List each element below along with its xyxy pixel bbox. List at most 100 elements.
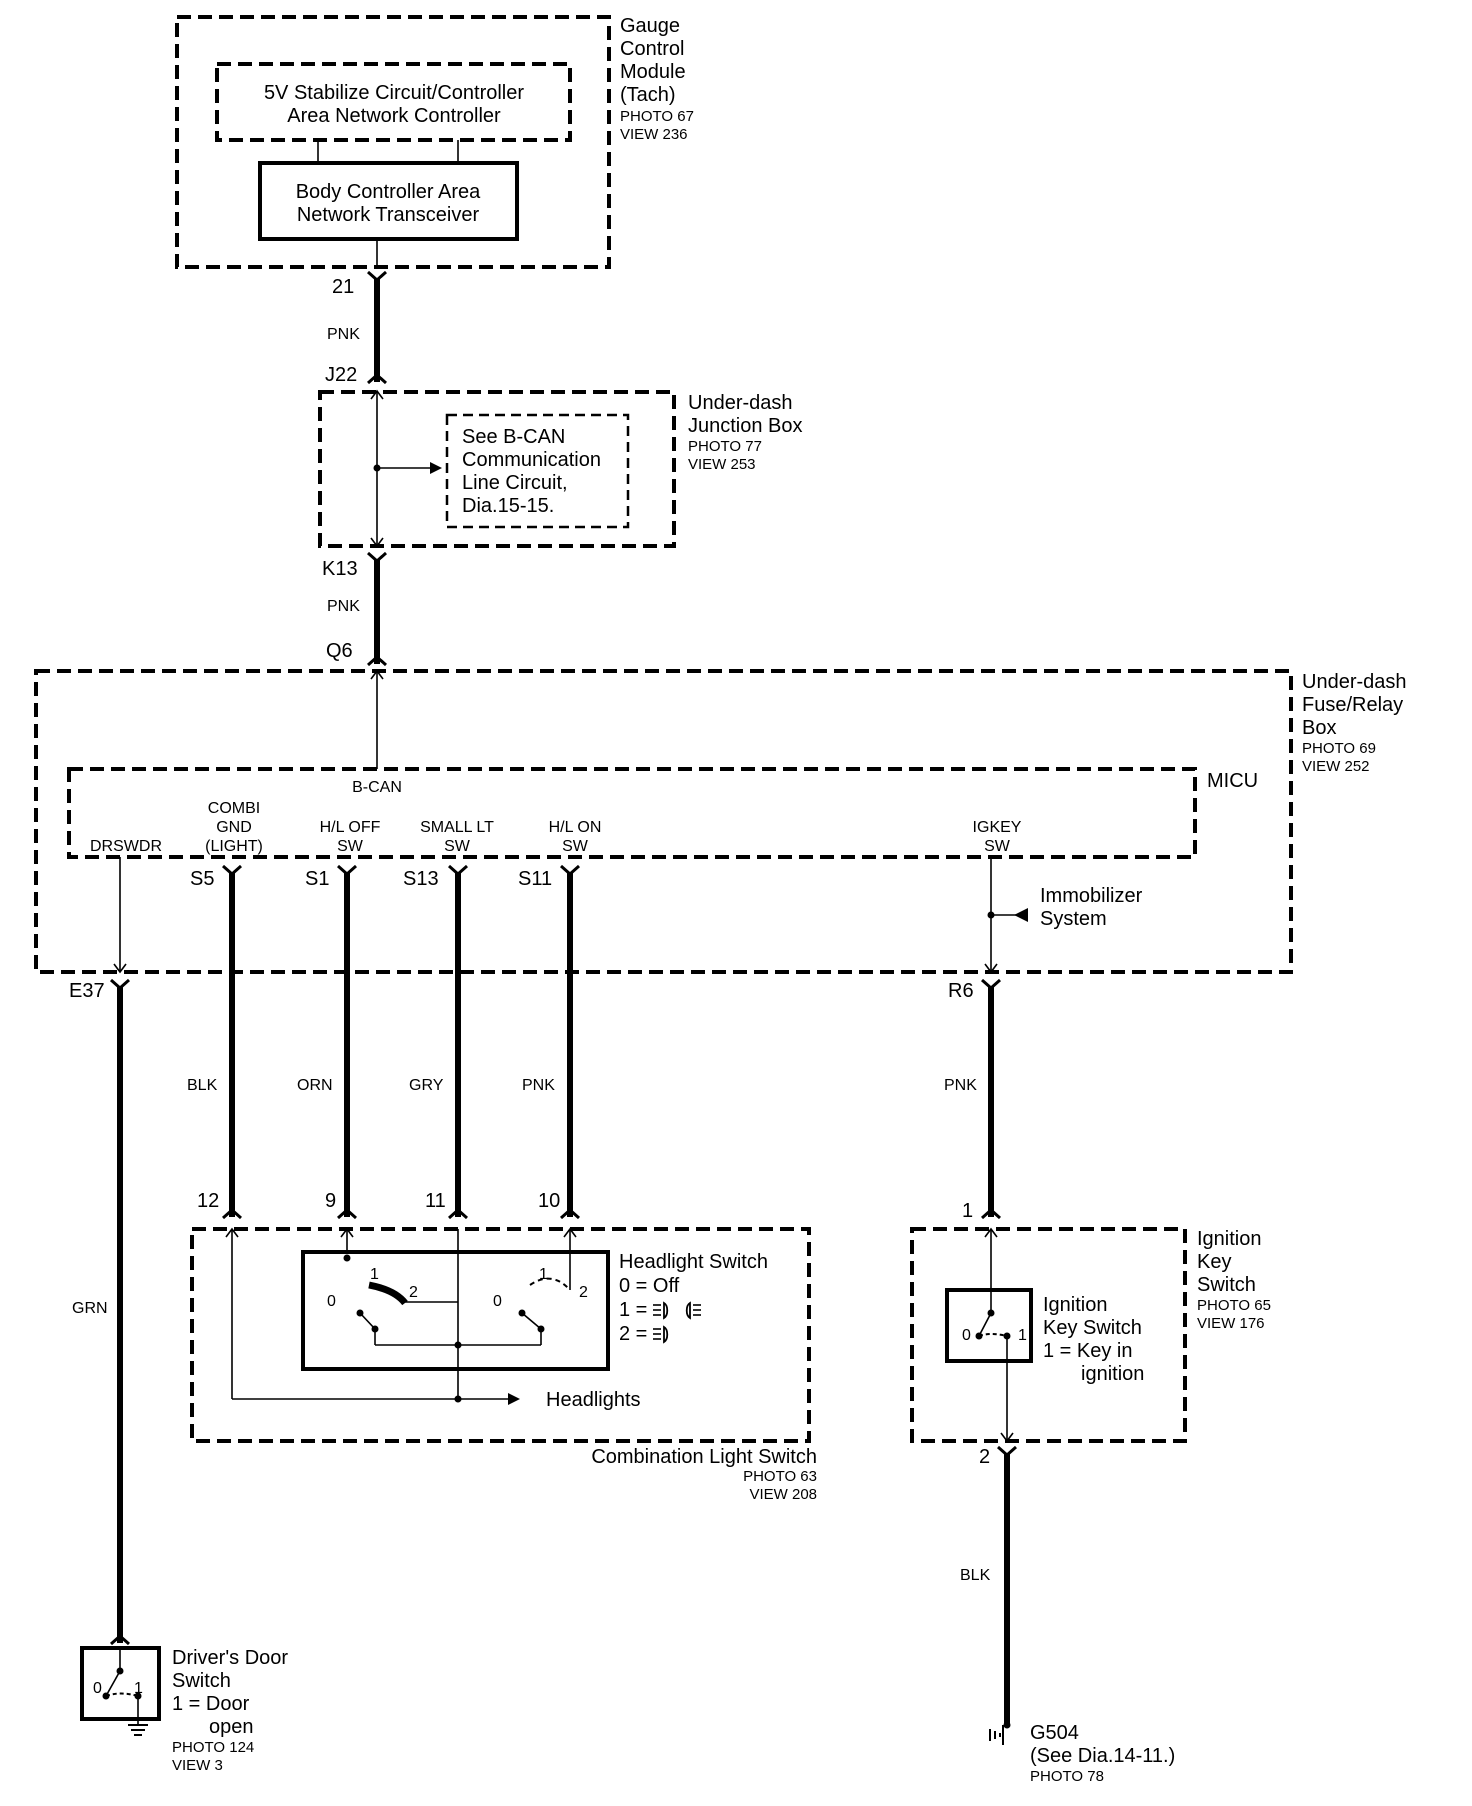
junction-box-outline — [318, 390, 676, 548]
legend-0: 0 = Off — [619, 1275, 680, 1297]
connector-s13: S13 — [403, 868, 439, 890]
combination-switch-label: Combination Light Switch — [591, 1446, 817, 1468]
fuse-relay-box: B-CAN MICU Under-dash Fuse/Relay Box PHO… — [34, 669, 1407, 974]
door-pos-0: 0 — [93, 1680, 102, 1697]
fuse-view: VIEW 252 — [1302, 758, 1370, 775]
combination-photo: PHOTO 63 — [743, 1468, 817, 1485]
ignition-key-switch-box — [945, 1288, 1033, 1363]
term-igkey-2: SW — [984, 838, 1011, 855]
term-combi-2: GND — [216, 819, 252, 836]
gauge-name-1: Gauge — [620, 15, 680, 37]
ig-inner-4: ignition — [1081, 1363, 1144, 1385]
ig-outer-1: Ignition — [1197, 1228, 1262, 1250]
fuse-name-2: Fuse/Relay — [1302, 694, 1403, 716]
wire-junction-to-fuse: K13 PNK Q6 — [322, 551, 387, 667]
ground-symbol-icon — [128, 1724, 148, 1736]
connector-10: 10 — [538, 1190, 560, 1212]
door-name-2: Switch — [172, 1670, 231, 1692]
fuse-name-3: Box — [1302, 717, 1336, 739]
connector-21: 21 — [332, 276, 354, 298]
jb-note-2: Communication — [462, 449, 601, 471]
connector-e37: E37 — [69, 980, 105, 1002]
door-name-4: open — [209, 1716, 254, 1738]
gauge-control-module: 5V Stabilize Circuit/Controller Area Net… — [175, 15, 694, 269]
wire-color-blk: BLK — [187, 1077, 218, 1094]
jb-name-2: Junction Box — [688, 415, 803, 437]
term-drswdr: DRSWDR — [90, 838, 162, 855]
gauge-module-outline — [175, 15, 611, 269]
ig-outer-2: Key — [1197, 1251, 1231, 1273]
ig-pos-0: 0 — [962, 1327, 971, 1344]
ig-inner-1: Ignition — [1043, 1294, 1108, 1316]
connector-k13: K13 — [322, 558, 358, 580]
hl2-pos-2: 2 — [579, 1284, 588, 1301]
legend-1: 1 = — [619, 1299, 647, 1321]
bcan-note-box — [445, 413, 630, 529]
headlight-switch-label: Headlight Switch — [619, 1251, 768, 1273]
door-name-3: 1 = Door — [172, 1693, 250, 1715]
ground-symbol-icon — [989, 1721, 1011, 1745]
wire-color-pnk-1: PNK — [327, 326, 360, 343]
immobilizer-2: System — [1040, 908, 1107, 930]
ig-view: VIEW 176 — [1197, 1315, 1265, 1332]
door-photo: PHOTO 124 — [172, 1739, 254, 1756]
jb-name-1: Under-dash — [688, 392, 793, 414]
hl-pos-1: 1 — [370, 1266, 379, 1283]
term-igkey-1: IGKEY — [973, 819, 1022, 836]
arrow-icon — [1014, 908, 1028, 922]
arrow-icon — [430, 462, 442, 474]
door-switch-circuit: E37 GRN 0 1 Driver's Door Switch 1 = Doo… — [69, 978, 288, 1774]
term-hlon-1: H/L ON — [549, 819, 602, 836]
connector-s1: S1 — [305, 868, 329, 890]
ignition-switch-outline — [910, 1227, 1187, 1443]
hl-pos-2: 2 — [409, 1284, 418, 1301]
connector-s5: S5 — [190, 868, 214, 890]
gauge-name-2: Control — [620, 38, 684, 60]
wire-color-pnk-4: PNK — [944, 1077, 977, 1094]
door-pos-1: 1 — [134, 1680, 143, 1697]
stabilize-circuit-box — [215, 62, 572, 142]
micu-outline — [67, 767, 1197, 859]
hl2-pos-0: 0 — [493, 1293, 502, 1310]
term-hloff-1: H/L OFF — [320, 819, 381, 836]
ground-photo: PHOTO 78 — [1030, 1768, 1104, 1785]
connector-s11: S11 — [518, 868, 552, 890]
hl-pos-0: 0 — [327, 1293, 336, 1310]
junction-box: See B-CAN Communication Line Circuit, Di… — [318, 389, 803, 548]
gauge-name-4: (Tach) — [620, 84, 676, 106]
jb-note-3: Line Circuit, — [462, 472, 568, 494]
connector-1: 1 — [962, 1200, 973, 1222]
legend-2: 2 = — [619, 1323, 647, 1345]
immobilizer-1: Immobilizer — [1040, 885, 1143, 907]
connector-r6: R6 — [948, 980, 974, 1002]
term-hloff-2: SW — [337, 838, 364, 855]
jb-note-4: Dia.15-15. — [462, 495, 554, 517]
term-smalllt-2: SW — [444, 838, 471, 855]
ignition-circuit: R6 PNK 1 0 1 Ignition Key Switch 1 = Key… — [910, 978, 1271, 1785]
connector-11: 11 — [425, 1190, 446, 1212]
jb-note-1: See B-CAN — [462, 426, 565, 448]
stabilize-label-1: 5V Stabilize Circuit/Controller — [264, 82, 524, 104]
arrow-icon — [508, 1393, 520, 1405]
connector-12: 12 — [197, 1190, 219, 1212]
gauge-photo: PHOTO 67 — [620, 108, 694, 125]
stabilize-label-2: Area Network Controller — [287, 105, 501, 127]
wire-color-gry: GRY — [409, 1077, 444, 1094]
ground-name-1: G504 — [1030, 1722, 1079, 1744]
headlights-label: Headlights — [546, 1389, 641, 1411]
term-hlon-2: SW — [562, 838, 589, 855]
combination-light-switch: 0 1 2 0 1 2 Headlight Switch 0 = Off 1 =… — [190, 1227, 817, 1503]
wire-color-blk-2: BLK — [960, 1567, 991, 1584]
wire-color-orn: ORN — [297, 1077, 333, 1094]
connector-9: 9 — [325, 1190, 336, 1212]
micu-label: MICU — [1207, 770, 1258, 792]
headlight-switch-box — [301, 1250, 610, 1371]
headlight-high-beam-icon — [653, 1301, 701, 1320]
wire-color-grn: GRN — [72, 1300, 108, 1317]
bcan-label: B-CAN — [352, 779, 402, 796]
jb-photo: PHOTO 77 — [688, 438, 762, 455]
transceiver-label-1: Body Controller Area — [296, 181, 481, 203]
fuse-photo: PHOTO 69 — [1302, 740, 1376, 757]
ig-pos-1: 1 — [1018, 1327, 1027, 1344]
